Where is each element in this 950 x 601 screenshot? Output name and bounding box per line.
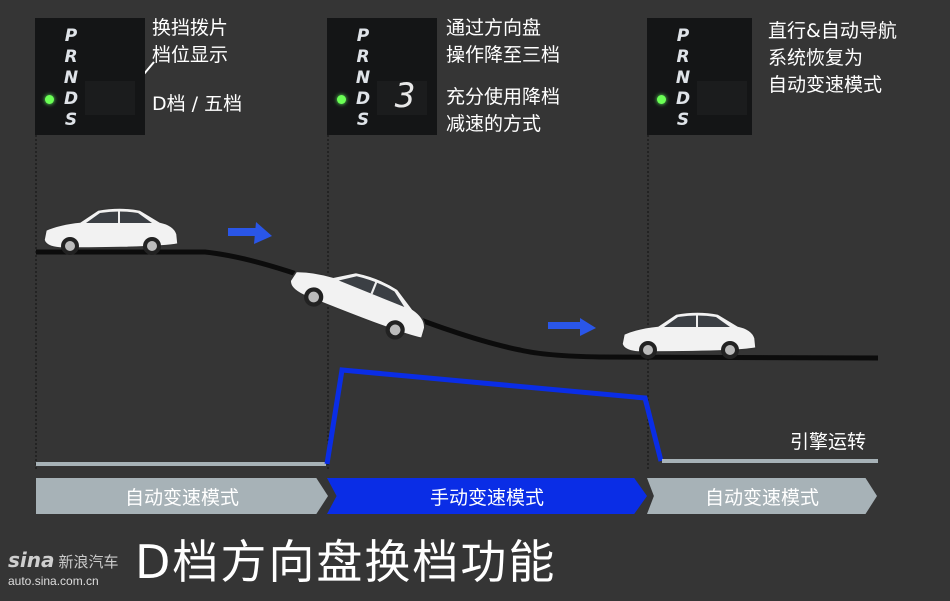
engine-label: 引擎运转: [790, 431, 867, 453]
gear-p: P: [676, 26, 690, 46]
gear-display-3: P R N D S: [647, 18, 752, 135]
gear-number-box: [697, 81, 747, 115]
caption-line: 减速的方式: [446, 113, 542, 135]
page-title: D档方向盘换档功能: [135, 535, 557, 589]
road: [36, 249, 879, 361]
gear-letters: P R N D S: [675, 26, 691, 131]
caption-line: 操作降至三档: [446, 44, 561, 66]
gear-n: N: [355, 68, 371, 88]
led-indicator-icon: [337, 95, 346, 104]
caption-line: 档位显示: [152, 44, 229, 66]
sub-caption-1: D档 / 五档: [152, 93, 243, 115]
gear-s: S: [676, 110, 690, 130]
gear-n: N: [675, 68, 691, 88]
caption-2: 通过方向盘 操作降至三档: [446, 15, 560, 69]
caption-1: 换挡拨片 档位显示: [152, 15, 228, 69]
gear-d: D: [355, 89, 371, 109]
mode-label: 自动变速模式: [704, 486, 819, 509]
gear-letters: P R N D S: [355, 26, 371, 131]
caption-line: 充分使用降档: [446, 86, 561, 108]
engine-line-manual: [324, 367, 664, 465]
caption-line: 自动变速模式: [768, 74, 883, 96]
gear-r: R: [676, 47, 690, 67]
gear-r: R: [64, 47, 78, 67]
gear-s: S: [64, 110, 78, 130]
gear-letters: P R N D S: [63, 26, 79, 131]
gear-n: N: [63, 68, 79, 88]
gear-r: R: [356, 47, 370, 67]
mode-label: 手动变速模式: [429, 486, 544, 509]
mode-bar-auto-1: 自动变速模式: [36, 478, 328, 514]
gear-number: 3: [395, 76, 416, 116]
sub-caption-2: 充分使用降档 减速的方式: [446, 84, 560, 138]
caption-line: 系统恢复为: [768, 47, 864, 69]
gear-s: S: [356, 110, 370, 130]
led-indicator-icon: [657, 95, 666, 104]
caption-line: 直行&自动导航: [768, 20, 897, 42]
gear-p: P: [356, 26, 370, 46]
led-indicator-icon: [45, 95, 54, 104]
watermark-logo: sina: [8, 548, 55, 572]
gear-p: P: [64, 26, 78, 46]
caption-line: 换挡拨片: [152, 17, 229, 39]
gear-display-2: P R N D S 3: [327, 18, 437, 135]
gear-display-1: P R N D S: [35, 18, 145, 135]
watermark-name: 新浪汽车: [58, 553, 119, 571]
gear-d: D: [63, 89, 79, 109]
mode-label: 自动变速模式: [124, 486, 239, 509]
arrow-icon-2: [548, 318, 596, 336]
gear-d: D: [675, 89, 691, 109]
caption-line: 通过方向盘: [446, 17, 542, 39]
gear-number-box: [85, 81, 135, 115]
mode-bar-auto-2: 自动变速模式: [647, 478, 877, 514]
car-1: [43, 207, 179, 256]
gear-number-box: [377, 81, 427, 115]
car-2: [283, 247, 438, 351]
car-3: [621, 311, 757, 360]
mode-bar-manual: 手动变速模式: [327, 478, 647, 514]
arrow-icon-1: [228, 222, 272, 244]
watermark-url: auto.sina.com.cn: [8, 574, 99, 588]
caption-3: 直行&自动导航 系统恢复为 自动变速模式: [768, 18, 897, 99]
